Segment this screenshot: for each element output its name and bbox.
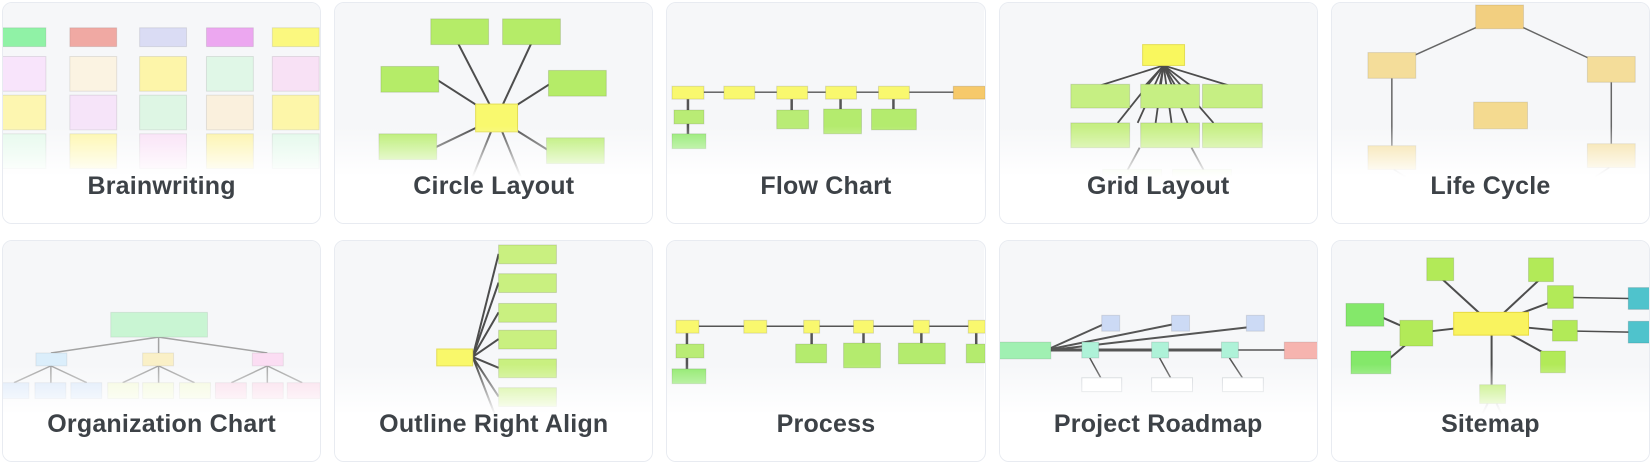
template-card-process[interactable]: Process [666,240,986,462]
organization-chart-thumbnail [3,241,321,461]
template-card-sitemap[interactable]: Sitemap [1330,240,1650,462]
template-card-organization-chart[interactable]: Organization Chart [2,240,322,462]
card-title: Sitemap [1441,409,1540,438]
template-card-outline-right-align[interactable]: Outline Right Align [334,240,654,462]
sitemap-thumbnail [1331,241,1649,461]
grid-layout-thumbnail [999,3,1317,223]
project-roadmap-thumbnail [999,241,1317,461]
card-title: Circle Layout [413,171,575,200]
card-title: Life Cycle [1430,171,1551,200]
card-title: Organization Chart [47,409,276,438]
template-card-grid-layout[interactable]: Grid Layout [998,2,1318,224]
brainwriting-thumbnail [3,3,321,223]
process-thumbnail [667,241,985,461]
template-card-life-cycle[interactable]: Life Cycle [1330,2,1650,224]
card-title: Project Roadmap [1053,409,1263,438]
template-card-circle-layout[interactable]: Circle Layout [334,2,654,224]
card-title: Process [776,409,876,438]
life-cycle-thumbnail [1331,3,1649,223]
template-card-project-roadmap[interactable]: Project Roadmap [998,240,1318,462]
template-card-brainwriting[interactable]: Brainwriting [2,2,322,224]
card-title: Grid Layout [1086,171,1230,200]
template-card-flow-chart[interactable]: Flow Chart [666,2,986,224]
circle-layout-thumbnail [335,3,653,223]
card-title: Brainwriting [87,171,236,200]
card-title: Flow Chart [760,171,892,200]
card-title: Outline Right Align [379,409,609,438]
outline-right-align-thumbnail [335,241,653,461]
flow-chart-thumbnail [667,3,985,223]
